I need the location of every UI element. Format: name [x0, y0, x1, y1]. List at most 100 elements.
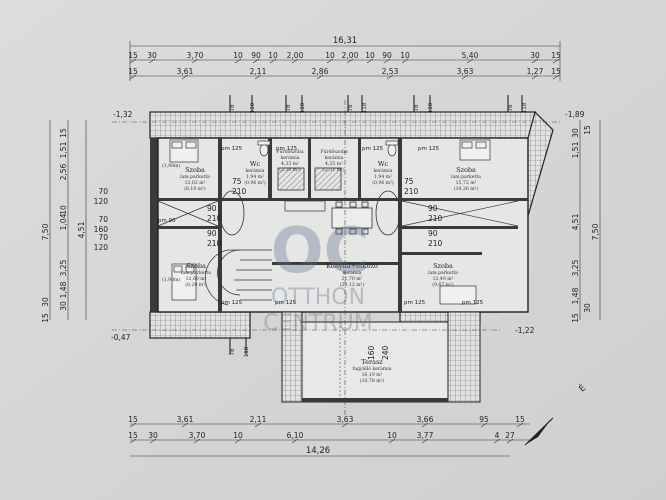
svg-text:CENTRUM: CENTRUM: [263, 311, 373, 336]
dimension-label: 10: [387, 431, 397, 440]
dimension-label: 10: [59, 205, 68, 215]
svg-text:15,72 m²: 15,72 m²: [456, 180, 477, 186]
dimension-label: 30: [530, 51, 540, 60]
svg-text:Fürdőszoba: Fürdőszoba: [320, 148, 348, 155]
svg-text:210: 210: [404, 187, 419, 196]
svg-text:Szoba: Szoba: [433, 262, 453, 270]
svg-text:lam.parketta: lam.parketta: [181, 270, 211, 276]
dimension-label: 15: [128, 431, 138, 440]
dimension-tick: [386, 74, 394, 80]
dimension-tick: [506, 438, 514, 444]
dimension-tick: [254, 74, 262, 80]
dimension-label: 3,61: [177, 67, 194, 76]
room-szoba-sw: Szoba lam.parketta 12,00 m² (8,20 m²) (1…: [162, 262, 211, 288]
dimension-tick: [129, 422, 137, 428]
dimension-label: 70: [98, 215, 108, 224]
dimension-label: 2,53: [382, 67, 399, 76]
staircase: [204, 249, 272, 306]
svg-text:90: 90: [207, 229, 217, 238]
dimension-label: 4,51: [571, 213, 580, 230]
dimension-tick: [252, 58, 260, 64]
dimension-label: 1,48: [59, 281, 68, 298]
dimension-label: 15: [515, 415, 525, 424]
dimension-label: 2,86: [312, 67, 329, 76]
svg-text:1,94 m²: 1,94 m²: [374, 174, 392, 180]
dimension-tick: [316, 74, 324, 80]
svg-text:lam.parketta: lam.parketta: [180, 174, 210, 180]
room-furdo-left: Fürdőszoba kerámia 4,33 m² (2,30 m²): [276, 148, 304, 173]
svg-text:(2,30 m²): (2,30 m²): [279, 166, 301, 173]
dimension-tick: [181, 422, 189, 428]
svg-text:1,94 m²: 1,94 m²: [246, 174, 264, 180]
svg-text:90: 90: [428, 229, 438, 238]
dimension-tick: [191, 58, 199, 64]
svg-text:210: 210: [207, 239, 222, 248]
svg-text:lam.parketta: lam.parketta: [428, 270, 458, 276]
svg-text:É: É: [576, 382, 588, 395]
dimension-tick: [461, 74, 469, 80]
svg-text:pm 125: pm 125: [418, 146, 440, 152]
svg-text:12,00 m²: 12,00 m²: [186, 276, 207, 282]
dimension-label: 120: [94, 197, 109, 206]
svg-text:Konyha+étkező: Konyha+étkező: [326, 261, 378, 270]
terrace: [281, 311, 481, 403]
svg-text:OC: OC: [271, 214, 369, 287]
dimension-label: 10: [400, 51, 410, 60]
dimension-label: 27: [505, 431, 515, 440]
dimension-label: 15: [41, 313, 50, 323]
svg-text:pm 90: pm 90: [158, 218, 176, 224]
dimension-tick: [129, 74, 137, 80]
svg-text:Szoba: Szoba: [456, 166, 476, 174]
dimension-tick: [346, 58, 354, 64]
dimension-tick: [341, 422, 349, 428]
dimension-label: 15: [571, 313, 580, 323]
room-szoba-ne: Szoba lam.parketta 15,72 m² (10,26 m²): [451, 166, 481, 192]
dimension-tick: [181, 74, 189, 80]
svg-text:90: 90: [207, 204, 217, 213]
svg-text:75: 75: [232, 177, 242, 186]
dimension-label: 4: [495, 431, 500, 440]
window-size-label: 78: [508, 104, 514, 111]
dimension-tick: [480, 422, 488, 428]
room-furdo-right: Fürdőszoba kerámia 4,35 m² (2,31 m²): [320, 148, 348, 173]
svg-text:(8,20 m²): (8,20 m²): [185, 281, 207, 288]
svg-text:pm 125: pm 125: [221, 146, 243, 152]
dimension-label: 6,10: [287, 431, 304, 440]
dimension-tick: [421, 438, 429, 444]
svg-text:Wc: Wc: [378, 160, 389, 168]
dimension-label: 90: [251, 51, 261, 60]
dimension-label: 10: [233, 431, 243, 440]
svg-text:pm 125: pm 125: [221, 300, 243, 306]
svg-text:(10,78 m²): (10,78 m²): [360, 377, 385, 384]
svg-text:Szoba: Szoba: [186, 262, 206, 270]
beds: [169, 139, 491, 305]
dimension-label: 3,70: [189, 431, 206, 440]
dimension-label: 3,25: [59, 259, 68, 276]
svg-text:(0,96 m²): (0,96 m²): [372, 179, 394, 186]
dash-dot-axis: [112, 100, 560, 420]
dimension-label: 3,66: [417, 415, 434, 424]
svg-text:pm 125: pm 125: [462, 300, 484, 306]
corridor-cross-marks: [157, 200, 519, 227]
dimension-label: 15: [551, 67, 561, 76]
pm-tags: pm 125 pm 125 pm 125 pm 125 pm 125 pm 12…: [158, 146, 484, 306]
dimension-label: 95: [479, 415, 489, 424]
dimension-label: 10: [325, 51, 335, 60]
svg-text:-0,47: -0,47: [111, 333, 131, 342]
svg-text:-1,32: -1,32: [113, 110, 133, 119]
dimension-label: 15: [59, 128, 68, 138]
svg-text:210: 210: [428, 239, 443, 248]
window-size-label: 78: [230, 104, 236, 111]
room-szoba-nw: Szoba lam.parketta 12,02 m² (8,10 m²) (1…: [162, 162, 210, 192]
dimension-label: 30: [59, 301, 68, 311]
dimension-tick: [129, 58, 137, 64]
dimension-label: 1,51: [571, 141, 580, 158]
svg-text:75: 75: [404, 177, 414, 186]
window-size-label: 78: [348, 104, 354, 111]
window-marks: [229, 95, 523, 355]
svg-text:12,49 m²: 12,49 m²: [433, 276, 454, 282]
dimension-tick: [234, 438, 242, 444]
